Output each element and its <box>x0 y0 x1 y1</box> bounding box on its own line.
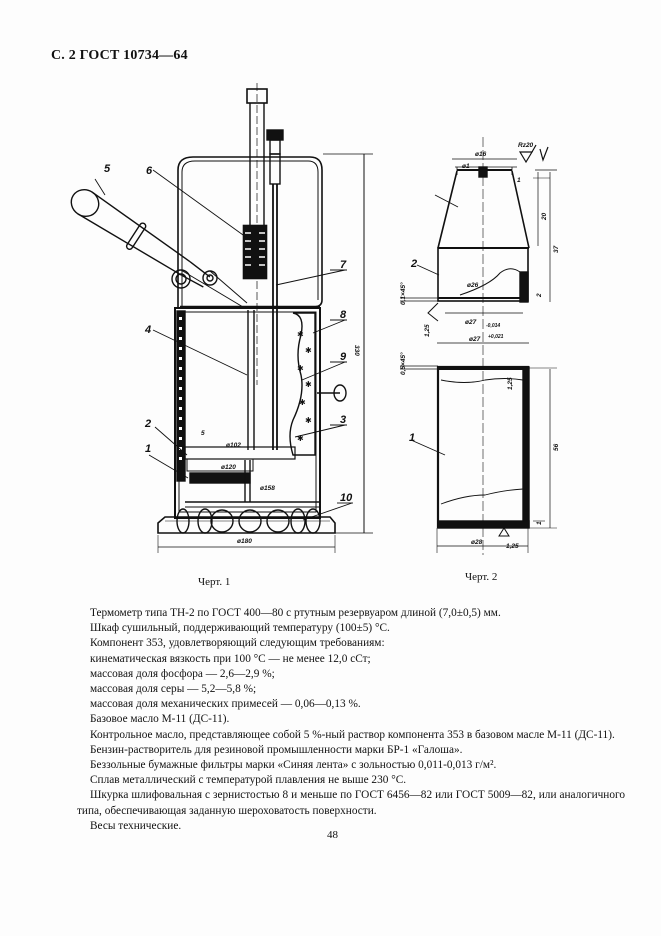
roughness-mark: Rz20 <box>518 142 534 149</box>
paragraph: Бензин-растворитель для резиновой промыш… <box>90 743 463 756</box>
dim-chamfer-2: 0,5×45° <box>399 352 407 375</box>
callout-10: 10 <box>340 492 353 504</box>
svg-text:✱: ✱ <box>297 330 304 339</box>
dim-inner-diameter: ø26 <box>467 282 479 289</box>
callout-6: 6 <box>146 165 153 177</box>
paragraph: массовая доля серы — 5,2—5,8 %; <box>90 683 257 696</box>
dim-inner-diameter-102: ø102 <box>226 442 241 449</box>
page-header: С. 2 ГОСТ 10734—64 <box>51 48 188 63</box>
paragraph: массовая доля фосфора — 2,6—2,9 %; <box>90 667 275 680</box>
callout-8: 8 <box>340 309 347 321</box>
callout-5: 5 <box>104 163 111 175</box>
paragraph: Термометр типа ТН-2 по ГОСТ 400—80 с рту… <box>90 607 501 619</box>
callout-9: 9 <box>340 351 347 363</box>
callout-1: 1 <box>409 432 415 444</box>
dim-base-diameter: ø180 <box>237 538 252 545</box>
dim-cone-height: 20 <box>541 212 548 221</box>
paragraph: Беззольные бумажные фильтры марки «Синяя… <box>90 759 497 772</box>
dim-bottom-diameter: ø28 <box>471 539 483 546</box>
callout-2: 2 <box>144 418 151 430</box>
svg-text:✱: ✱ <box>305 346 312 355</box>
dim-top-diameter: ø16 <box>475 151 487 158</box>
paragraph: Компонент 353, удовлетворяющий следующим… <box>90 637 385 650</box>
dim-outer-diameter-lower: ø27 <box>465 319 477 326</box>
dim-inner-diameter-158: ø158 <box>260 485 275 492</box>
figure-1-caption: Черт. 1 <box>198 576 231 588</box>
paragraph: массовая доля механических примесей — 0,… <box>90 698 361 711</box>
paragraph: Базовое масло М-11 (ДС-11). <box>90 713 230 726</box>
body-text: Термометр типа ТН-2 по ГОСТ 400—80 с рту… <box>77 606 625 834</box>
callout-3: 3 <box>340 414 346 426</box>
paragraph: Весы технические. <box>90 819 182 832</box>
dim-step: 2 <box>536 293 543 298</box>
dim-bottom-thickness: 1 <box>536 521 543 525</box>
dim-hole-diameter: ø1 <box>462 163 470 170</box>
dim-outer-tolerance-upper: +0,021 <box>488 334 504 340</box>
paragraph: кинематическая вязкость при 100 °С — не … <box>90 652 371 665</box>
paragraph: Шкаф сушильный, поддерживающий температу… <box>90 622 390 635</box>
svg-text:✱: ✱ <box>297 434 304 443</box>
dim-height: 330 <box>353 345 360 356</box>
roughness-2: 1,25 <box>507 377 514 390</box>
callout-1: 1 <box>145 443 151 455</box>
dim-gap: 5 <box>201 430 205 437</box>
figure-2-caption: Черт. 2 <box>465 571 498 583</box>
dim-total-height: 37 <box>553 245 560 253</box>
roughness-1: 1,25 <box>424 324 431 337</box>
callout-7: 7 <box>340 259 347 271</box>
svg-text:✱: ✱ <box>297 364 304 373</box>
svg-text:✱: ✱ <box>305 380 312 389</box>
dim-outer-tolerance-lower: -0,014 <box>486 323 500 329</box>
paragraph: Шкурка шлифовальная с зернистостью 8 и м… <box>77 789 625 817</box>
roughness-bottom: 1,25 <box>506 543 519 550</box>
svg-text:✱: ✱ <box>299 398 306 407</box>
dim-thickness-top: 1 <box>517 177 521 184</box>
paragraph: Контрольное масло, представляющее собой … <box>90 728 615 741</box>
dim-outer-diameter-upper: ø27 <box>469 336 481 343</box>
figure-2-parts-drawing: 2 1 Rz20 ø16 ø1 1 ø26 ø27 -0,014 ø27 +0,… <box>395 135 585 565</box>
page-number: 48 <box>327 829 338 841</box>
dim-chamfer-1: 0,1×45° <box>399 282 407 305</box>
dim-cylinder-height: 56 <box>553 443 560 451</box>
callout-2: 2 <box>410 258 417 270</box>
dim-inner-diameter-120: ø120 <box>221 464 236 471</box>
callout-4: 4 <box>144 324 151 336</box>
svg-text:✱: ✱ <box>305 416 312 425</box>
paragraph: Сплав металлический с температурой плавл… <box>90 774 407 787</box>
figure-1-apparatus-drawing: ✱✱✱ ✱✱✱✱ <box>55 75 375 565</box>
